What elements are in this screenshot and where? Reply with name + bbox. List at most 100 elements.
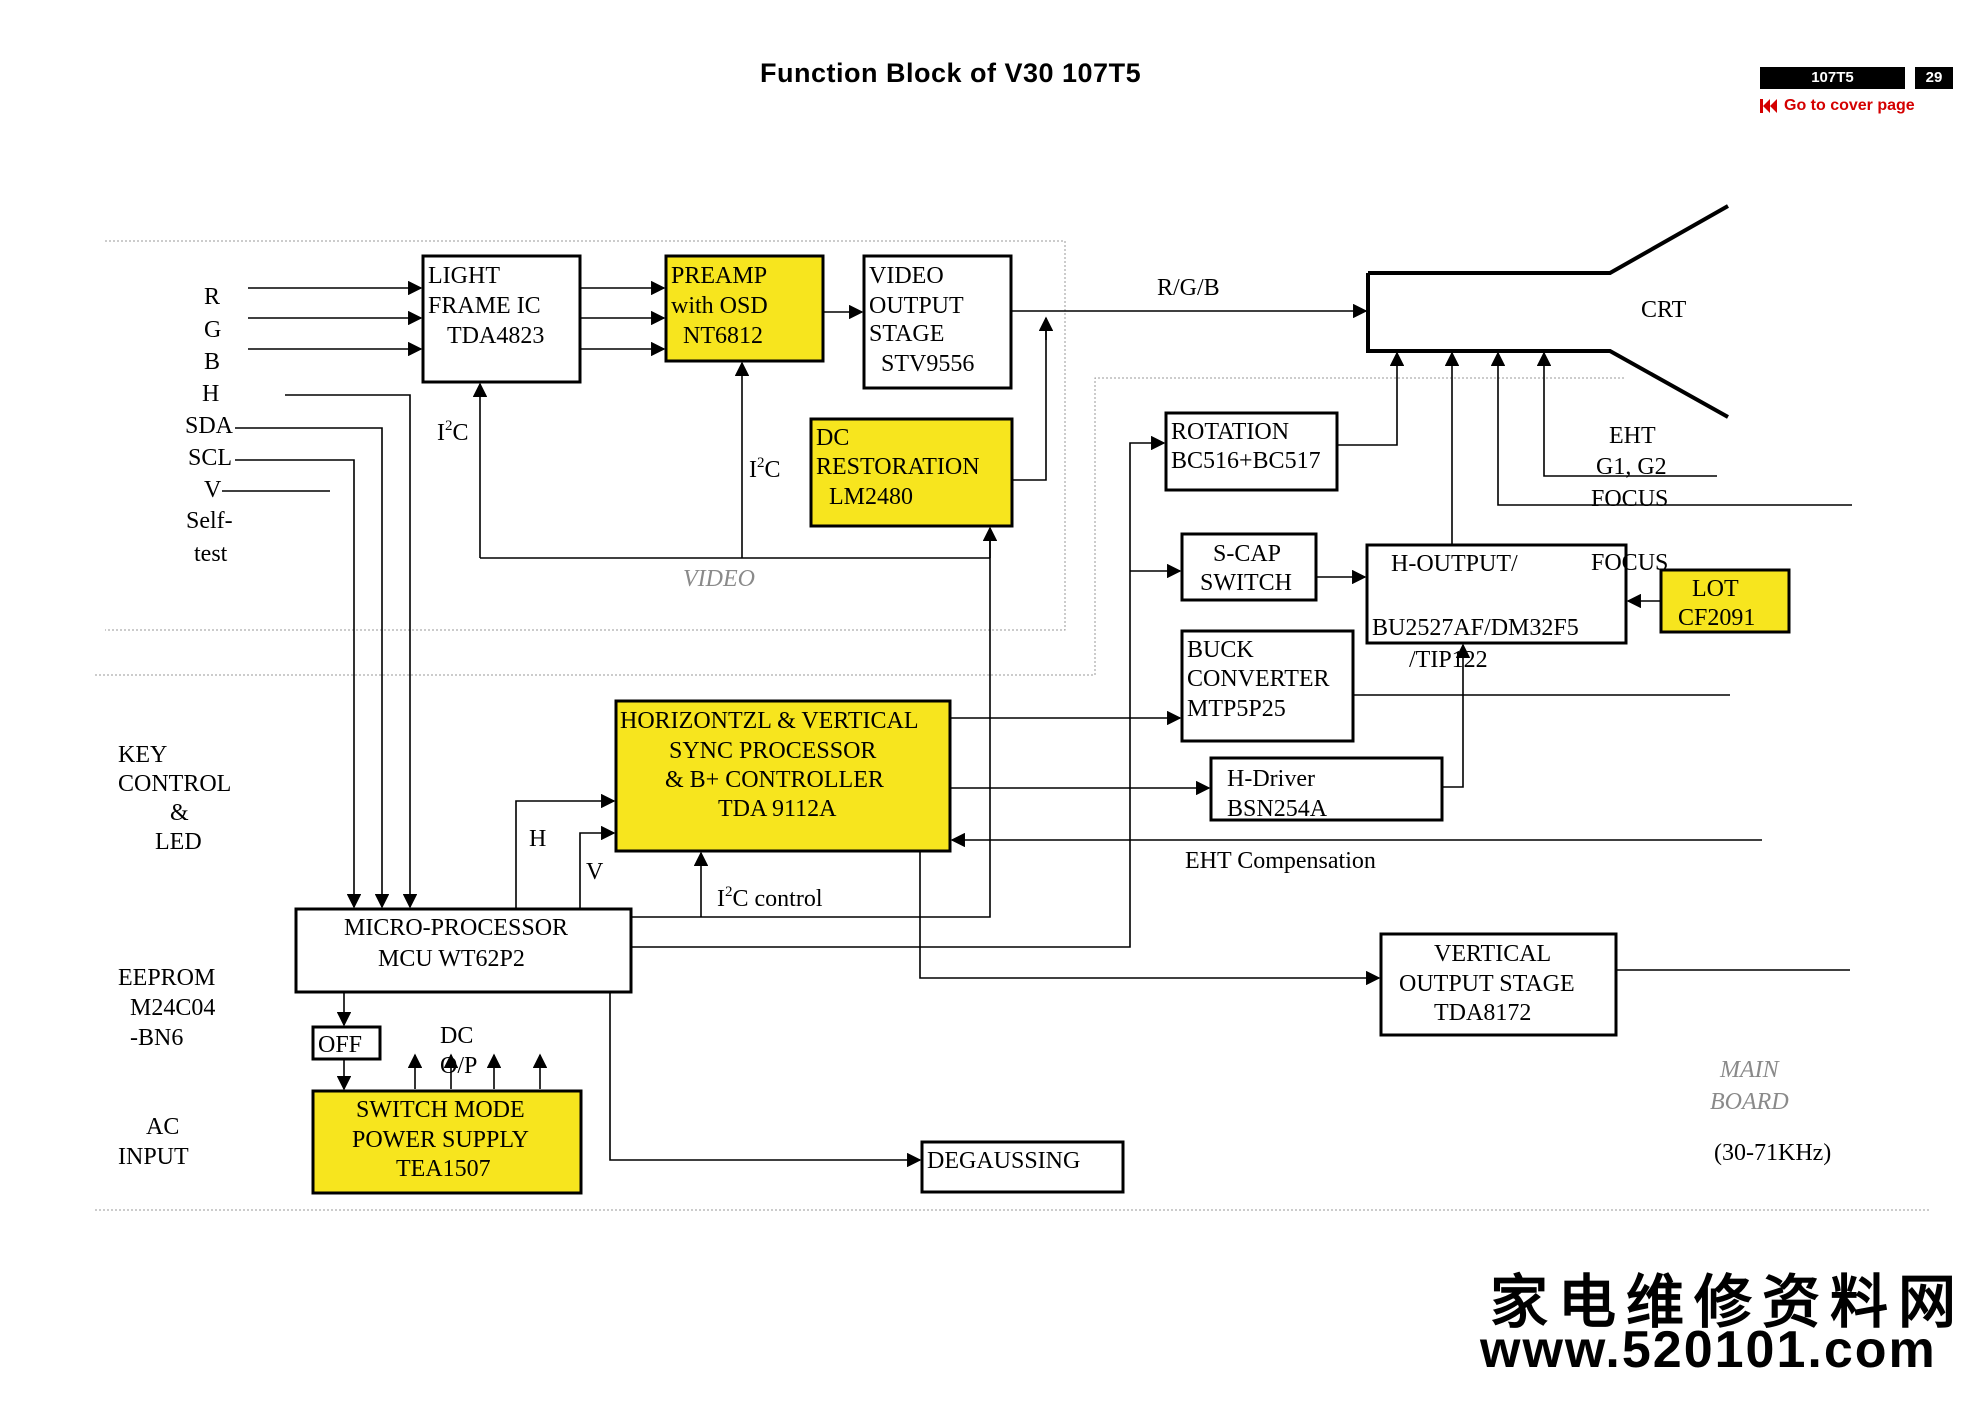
rgb-label: R/G/B (1157, 275, 1220, 301)
mcu-line1: MICRO-PROCESSOR (344, 915, 568, 941)
page-title: Function Block of V30 107T5 (760, 58, 1142, 88)
skip-back-icon (1760, 99, 1777, 113)
rotation-box (1164, 411, 1339, 492)
dc-rest-line1: DC (816, 425, 849, 451)
input-r: R (204, 284, 220, 310)
buck-box (1180, 629, 1355, 743)
lot-line2: CF2091 (1678, 605, 1755, 631)
sync-line1: HORIZONTZL & VERTICAL (620, 708, 919, 734)
i2c-label-b: I2C (749, 455, 781, 483)
input-b: B (204, 349, 220, 375)
i2c-control-label: I2C control (717, 884, 823, 912)
eeprom-line3: -BN6 (130, 1025, 183, 1051)
video-region-label: VIDEO (683, 566, 755, 592)
buck-line3: MTP5P25 (1187, 696, 1286, 722)
smps-line2: POWER SUPPLY (352, 1127, 529, 1153)
preamp-line1: PREAMP (671, 263, 767, 289)
key-control-line2: CONTROL (118, 771, 231, 797)
input-v: V (204, 477, 222, 503)
video-out-line2: OUTPUT (869, 293, 964, 319)
main-board-line2: BOARD (1710, 1089, 1789, 1115)
video-out-line4: STV9556 (881, 351, 974, 377)
focus-label-1: FOCUS (1591, 486, 1668, 512)
input-sda: SDA (185, 413, 234, 439)
ac-input-line1: AC (146, 1114, 179, 1140)
dc-restoration-box (809, 417, 1014, 528)
input-self: Self- (186, 508, 233, 534)
dc-rest-line2: RESTORATION (816, 454, 980, 480)
signal-labels: CRT R/G/B I2C I2C I2C control VIDEO EHT … (118, 275, 1831, 1170)
eeprom-line2: M24C04 (130, 995, 215, 1021)
h-output-line3: /TIP122 (1409, 647, 1488, 673)
connections (222, 280, 1852, 1168)
sync-line3: & B+ CONTROLLER (665, 767, 884, 793)
h-output-line2: BU2527AF/DM32F5 (1372, 615, 1579, 641)
g1g2-label: G1, G2 (1596, 454, 1667, 480)
lot-line1: LOT (1692, 576, 1739, 602)
sync-box (614, 699, 952, 853)
i2c-label-a: I2C (437, 418, 469, 446)
h-output-line1: H-OUTPUT/ (1391, 551, 1518, 577)
input-test: test (194, 541, 228, 567)
h-signal-label: H (529, 826, 546, 852)
vertical-out-line3: TDA8172 (1434, 1000, 1531, 1026)
eht-compensation-label: EHT Compensation (1185, 848, 1376, 874)
rotation-line1: ROTATION (1171, 419, 1289, 445)
block-labels: LIGHT FRAME IC TDA4823 PREAMP with OSD N… (318, 263, 1755, 1182)
h-output-box (1365, 543, 1628, 645)
scap-line1: S-CAP (1213, 541, 1281, 567)
scap-line2: SWITCH (1200, 570, 1292, 596)
video-output-box (862, 254, 1013, 390)
video-out-line1: VIDEO (869, 263, 944, 289)
vertical-out-line1: VERTICAL (1434, 941, 1551, 967)
degaussing-box (920, 1140, 1125, 1194)
dc-op-line2: O/P (440, 1053, 477, 1079)
h-driver-line1: H-Driver (1227, 766, 1315, 792)
watermark-url: www.520101.com (1480, 1321, 1937, 1379)
smps-line1: SWITCH MODE (356, 1097, 525, 1123)
go-to-cover-label: Go to cover page (1784, 97, 1915, 114)
main-board-line1: MAIN (1719, 1057, 1781, 1083)
smps-line3: TEA1507 (396, 1156, 491, 1182)
key-control-line4: LED (155, 829, 202, 855)
rotation-line2: BC516+BC517 (1171, 448, 1321, 474)
input-h: H (202, 381, 219, 407)
mcu-box (294, 907, 633, 994)
vertical-out-line2: OUTPUT STAGE (1399, 971, 1575, 997)
region-borders (95, 240, 1930, 1211)
input-g: G (204, 317, 221, 343)
mcu-line2: MCU WT62P2 (378, 946, 525, 972)
video-out-line3: STAGE (869, 321, 944, 347)
vertical-output-box (1379, 932, 1618, 1037)
ac-input-line2: INPUT (118, 1144, 189, 1170)
buck-line1: BUCK (1187, 637, 1254, 663)
light-frame-line3: TDA4823 (447, 323, 544, 349)
light-frame-line2: FRAME IC (428, 293, 541, 319)
block-boxes (294, 254, 1791, 1195)
v-signal-label: V (586, 859, 604, 885)
preamp-line3: NT6812 (683, 323, 763, 349)
lot-box (1659, 568, 1791, 634)
go-to-cover-link[interactable]: Go to cover page (1760, 97, 1915, 115)
sync-line2: SYNC PROCESSOR (669, 738, 876, 764)
preamp-line2: with OSD (671, 293, 768, 319)
dc-op-line1: DC (440, 1023, 473, 1049)
input-scl: SCL (188, 445, 232, 471)
eeprom-line1: EEPROM (118, 965, 215, 991)
scap-box (1180, 532, 1318, 602)
key-control-line1: KEY (118, 742, 167, 768)
watermark-chinese: 家电维修资料网 (1490, 1268, 1967, 1336)
light-frame-box (421, 254, 582, 384)
key-control-line3: & (170, 800, 189, 826)
frequency-label: (30-71KHz) (1714, 1140, 1831, 1166)
focus-label-2: FOCUS (1591, 550, 1668, 576)
crt-label: CRT (1641, 297, 1687, 323)
dc-rest-line3: LM2480 (829, 484, 913, 510)
crt-tube (1366, 204, 1729, 419)
h-driver-line2: BSN254A (1227, 796, 1328, 822)
eht-label: EHT (1609, 423, 1656, 449)
page-number: 29 (1915, 67, 1953, 89)
input-labels: R G B H SDA SCL V Self- test (185, 284, 234, 567)
off-box (311, 1025, 382, 1061)
